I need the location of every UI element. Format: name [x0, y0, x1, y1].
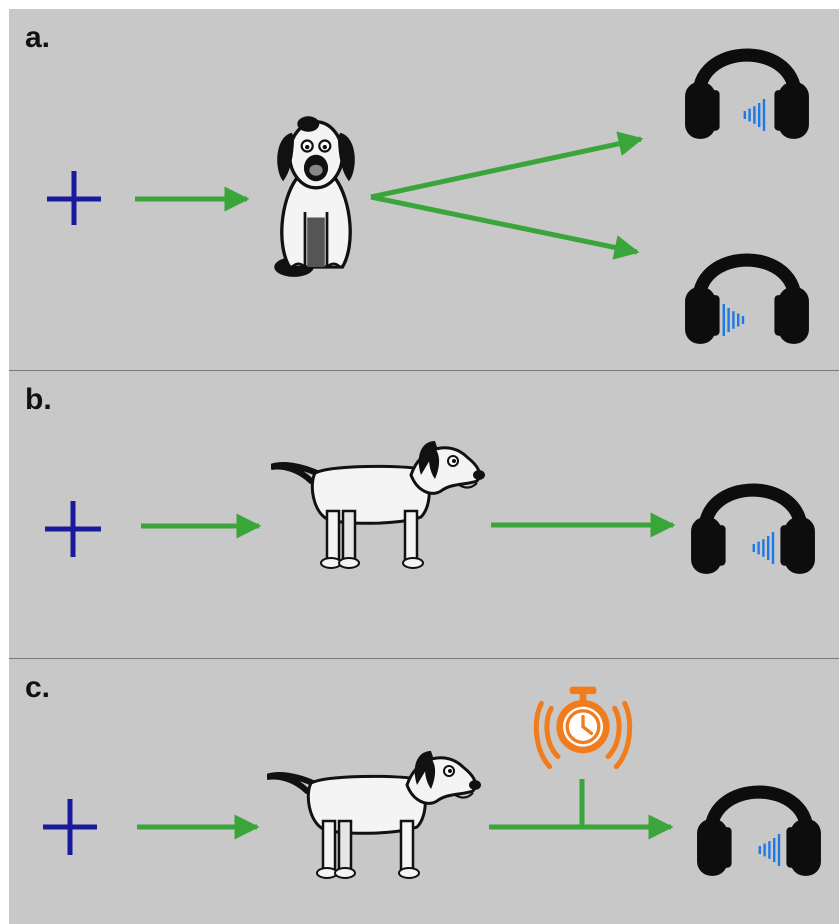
headphones-left-sound-icon [685, 260, 809, 344]
panel-b-label: b. [25, 383, 52, 416]
panel-b-diagram [45, 371, 839, 658]
arrow-stimulus-to-response-lower [370, 194, 640, 260]
fixation-cross-icon [47, 171, 101, 225]
panel-c-diagram [43, 659, 839, 924]
panel-c-label: c. [25, 671, 51, 704]
panel-divider [9, 370, 839, 371]
panel-divider [9, 658, 839, 659]
fixation-cross-icon [45, 501, 101, 557]
panel-b: b. [9, 371, 839, 658]
panel-a: a. [9, 9, 839, 370]
headphones-right-sound-icon [697, 792, 821, 876]
dog-standing-icon [271, 441, 485, 568]
arrow-stimulus-to-response-upper [370, 131, 644, 200]
headphones-right-sound-icon [691, 490, 815, 574]
dog-sitting-icon [272, 114, 357, 278]
panel-a-diagram [47, 9, 839, 370]
dog-standing-icon [267, 751, 481, 878]
headphones-right-sound-icon [685, 55, 809, 139]
panel-a-label: a. [25, 21, 51, 54]
fixation-cross-icon [43, 799, 97, 855]
panel-c: c. [9, 659, 839, 924]
alarm-clock-icon [536, 687, 629, 767]
